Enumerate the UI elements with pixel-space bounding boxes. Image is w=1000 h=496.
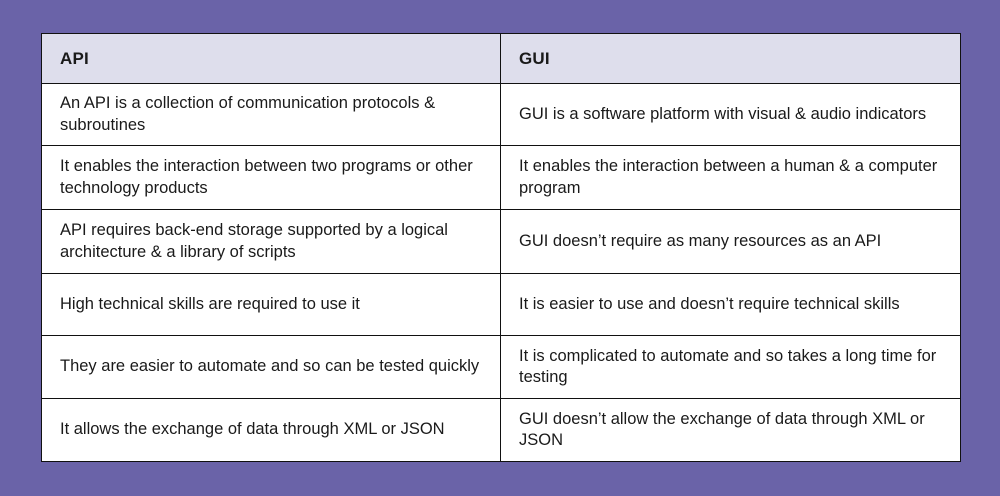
cell-api: It enables the interaction between two p… bbox=[41, 145, 501, 210]
cell-api: They are easier to automate and so can b… bbox=[41, 335, 501, 399]
cell-text: It enables the interaction between a hum… bbox=[519, 157, 938, 197]
table-row: API requires back-end storage supported … bbox=[41, 209, 961, 274]
cell-api: An API is a collection of communication … bbox=[41, 83, 501, 146]
cell-gui: GUI doesn’t allow the exchange of data t… bbox=[500, 398, 961, 462]
cell-api: It allows the exchange of data through X… bbox=[41, 398, 501, 462]
cell-gui: It enables the interaction between a hum… bbox=[500, 145, 961, 210]
table-row: It enables the interaction between two p… bbox=[41, 145, 961, 210]
table-row: High technical skills are required to us… bbox=[41, 273, 961, 336]
cell-gui: It is easier to use and doesn’t require … bbox=[500, 273, 961, 336]
cell-api: High technical skills are required to us… bbox=[41, 273, 501, 336]
table-row: They are easier to automate and so can b… bbox=[41, 335, 961, 399]
cell-text: It is easier to use and doesn’t require … bbox=[519, 294, 900, 313]
cell-text: It allows the exchange of data through X… bbox=[60, 420, 445, 439]
api-gui-comparison-table: API GUI An API is a collection of commun… bbox=[41, 33, 961, 462]
cell-gui: GUI is a software platform with visual &… bbox=[500, 83, 961, 146]
table-body: An API is a collection of communication … bbox=[41, 83, 961, 462]
table-row: An API is a collection of communication … bbox=[41, 83, 961, 146]
cell-text: High technical skills are required to us… bbox=[60, 294, 360, 313]
cell-text: GUI doesn’t allow the exchange of data t… bbox=[519, 409, 925, 449]
cell-text: GUI doesn’t require as many resources as… bbox=[519, 231, 882, 250]
table-row: It allows the exchange of data through X… bbox=[41, 398, 961, 462]
cell-text: GUI is a software platform with visual &… bbox=[519, 104, 927, 123]
cell-gui: GUI doesn’t require as many resources as… bbox=[500, 209, 961, 274]
cell-api: API requires back-end storage supported … bbox=[41, 209, 501, 274]
cell-text: It enables the interaction between two p… bbox=[60, 157, 473, 197]
cell-text: They are easier to automate and so can b… bbox=[60, 357, 480, 376]
cell-text: It is complicated to automate and so tak… bbox=[519, 346, 937, 386]
column-header-gui: GUI bbox=[500, 33, 961, 84]
cell-gui: It is complicated to automate and so tak… bbox=[500, 335, 961, 399]
table-header: API GUI bbox=[41, 33, 961, 84]
column-header-api: API bbox=[41, 33, 501, 84]
cell-text: An API is a collection of communication … bbox=[60, 94, 436, 134]
cell-text: API requires back-end storage supported … bbox=[60, 221, 448, 261]
table-header-row: API GUI bbox=[41, 33, 961, 84]
